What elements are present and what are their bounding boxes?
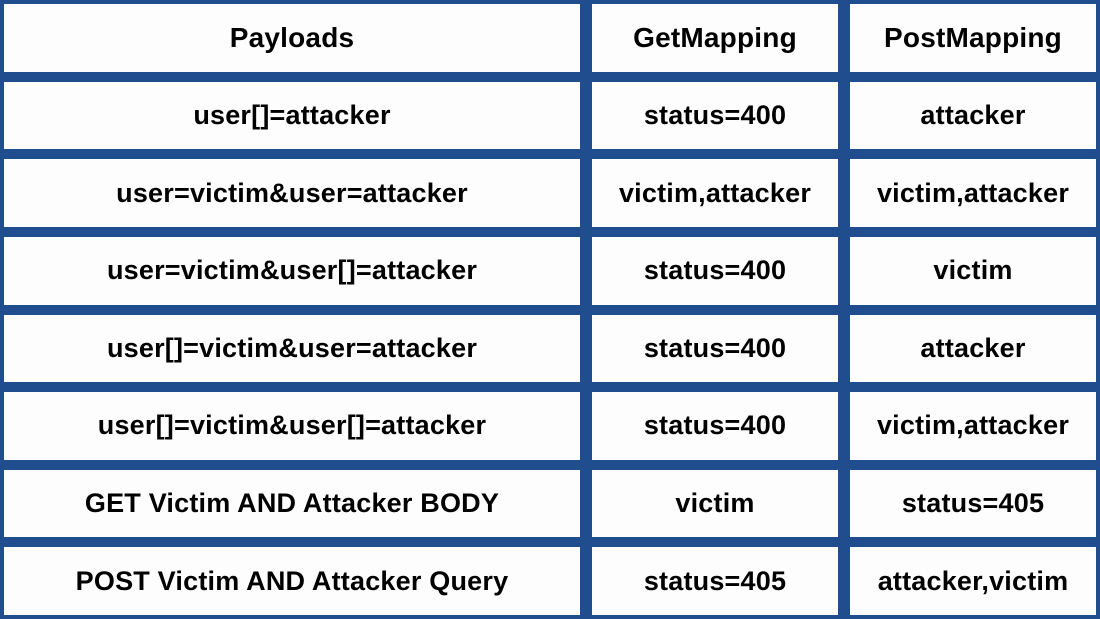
payload-cell: GET Victim AND Attacker BODY [4, 469, 580, 538]
payload-cell: user=victim&user=attacker [4, 159, 580, 227]
payload-cell: user[]=victim&user[]=attacker [4, 392, 580, 460]
header-cell-postmapping: PostMapping [850, 4, 1096, 72]
getmapping-cell: status=400 [592, 392, 838, 460]
getmapping-cell: victim [592, 469, 838, 538]
payload-cell: user[]=attacker [4, 81, 580, 150]
header-cell-payloads: Payloads [4, 4, 580, 72]
header-cell-getmapping: GetMapping [592, 4, 838, 72]
postmapping-cell: attacker [850, 314, 1096, 383]
getmapping-cell: status=400 [592, 236, 838, 305]
postmapping-cell: attacker [850, 81, 1096, 150]
postmapping-cell: victim,attacker [850, 159, 1096, 227]
postmapping-cell: victim,attacker [850, 392, 1096, 460]
payload-cell: user[]=victim&user=attacker [4, 314, 580, 383]
postmapping-cell: status=405 [850, 469, 1096, 538]
postmapping-cell: victim [850, 236, 1096, 305]
payload-cell: user=victim&user[]=attacker [4, 236, 580, 305]
getmapping-cell: victim,attacker [592, 159, 838, 227]
payload-cell: POST Victim AND Attacker Query [4, 547, 580, 615]
postmapping-cell: attacker,victim [850, 547, 1096, 615]
getmapping-cell: status=405 [592, 547, 838, 615]
getmapping-cell: status=400 [592, 81, 838, 150]
getmapping-cell: status=400 [592, 314, 838, 383]
